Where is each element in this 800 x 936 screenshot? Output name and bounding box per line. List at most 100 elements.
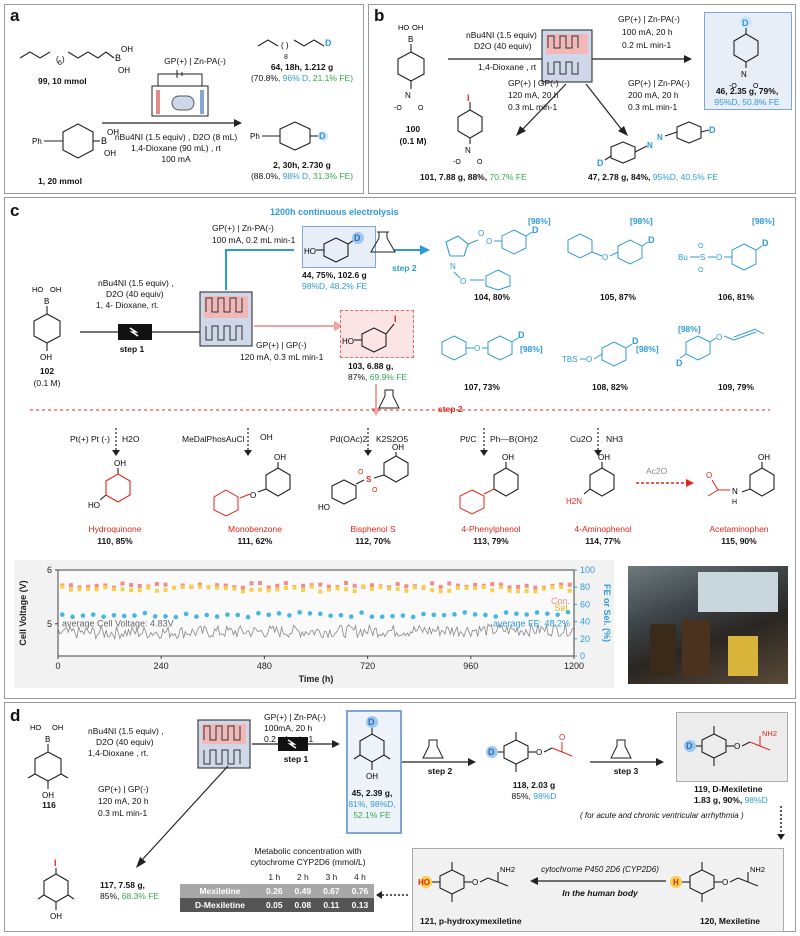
selectivity-point — [249, 587, 254, 592]
deuterated-biphenyl-2: Ph D — [250, 121, 328, 151]
red-flow-arrow-c — [254, 321, 344, 331]
svg-text:OH: OH — [366, 772, 378, 781]
svg-text:OH: OH — [118, 66, 130, 75]
selectivity-point — [137, 588, 142, 593]
cond-b-line2: D2O (40 equiv) — [474, 41, 532, 51]
p112-text: 112, 70% — [355, 536, 391, 546]
p2-text: 2, 30h, 2.730 g — [273, 160, 331, 170]
conversion-point — [215, 583, 220, 588]
selectivity-point — [335, 586, 340, 591]
flow-reactor-b — [541, 29, 593, 83]
svg-text:I: I — [467, 93, 470, 103]
p45-yield: 81%, 98%D, — [348, 799, 396, 809]
fe-point — [235, 612, 241, 618]
selectivity-point — [163, 588, 168, 593]
svg-text:D: D — [354, 233, 361, 243]
svg-text:D: D — [597, 158, 604, 168]
d104-text: 104, 80% — [474, 292, 510, 302]
p103-text: 103, 6.88 g, — [348, 361, 394, 371]
fe-point — [338, 612, 344, 618]
cond-b-right2: 200 mA, 20 h — [628, 90, 679, 100]
product-121-label: 121, p-hydroxymexiletine — [420, 916, 522, 926]
derivative-106-dinc: [98%] — [752, 216, 775, 226]
svg-text:D: D — [648, 235, 655, 245]
selectivity-point — [352, 589, 357, 594]
fe-point — [462, 610, 468, 615]
svg-text:D: D — [532, 225, 539, 235]
svg-text:NH2: NH2 — [500, 865, 515, 874]
svg-text:O: O — [734, 742, 740, 751]
cond-c-low2: 120 mA, 0.3 mL min-1 — [240, 352, 324, 362]
selectivity-point — [301, 588, 306, 593]
cond-c-left3: 1, 4- Dioxane, rt. — [96, 300, 159, 310]
table-cell: 0.76 — [351, 886, 369, 896]
p119-dinc: 98%D — [744, 795, 768, 805]
cond-b-left3: 0.3 mL min-1 — [508, 102, 558, 112]
y-right-tick-label: 100 — [580, 565, 595, 575]
svg-text:HO: HO — [318, 503, 330, 512]
svg-text:O: O — [478, 229, 484, 238]
selectivity-point — [395, 587, 400, 592]
conversion-point — [455, 583, 460, 588]
svg-text:OH: OH — [50, 285, 61, 294]
table-cell: 0.05 — [266, 900, 283, 910]
step3-arrow-d — [590, 739, 664, 766]
conversion-point — [318, 582, 323, 587]
svg-text:OH: OH — [114, 459, 126, 468]
selectivity-point — [378, 584, 383, 589]
product-118-line2: 85%, 98%D — [494, 791, 574, 802]
conversion-point — [129, 583, 134, 588]
selectivity-point — [430, 588, 435, 593]
svg-text:O: O — [418, 105, 424, 112]
fe-point — [524, 612, 529, 617]
hydroquinone-110: OH HO — [88, 459, 131, 510]
selectivity-point — [86, 586, 91, 591]
acetaminophen-115: OH N H O — [706, 453, 775, 506]
product-117-line1: 117, 7.58 g, — [100, 880, 145, 890]
derivative-109-dinc: [98%] — [678, 324, 701, 334]
metabolic-header-row: 1 h 2 h 3 h 4 h — [180, 870, 374, 884]
fe-point — [173, 614, 179, 620]
svg-text:OH: OH — [502, 453, 514, 462]
photo-screen — [698, 572, 778, 612]
svg-text:O: O — [716, 253, 722, 262]
conversion-point — [344, 580, 349, 585]
svg-text:-O: -O — [394, 105, 402, 112]
svg-text:HO: HO — [398, 23, 409, 32]
svg-text:D: D — [742, 18, 749, 28]
table-cell: 0.49 — [294, 886, 312, 896]
svg-text:N: N — [732, 487, 738, 496]
p47-text: 47, 2.78 g, 84%, — [588, 172, 653, 182]
panel-c — [4, 197, 796, 699]
svg-text:N: N — [405, 91, 411, 100]
svg-text:O: O — [372, 487, 378, 494]
svg-text:D: D — [319, 131, 326, 141]
product-101-label: 101, 7.88 g, 88%, 70.7% FE — [420, 172, 527, 183]
selectivity-point — [455, 585, 460, 590]
svg-text:O: O — [460, 277, 466, 286]
selectivity-point — [129, 588, 134, 593]
table-row: D-Mexiletine 0.05 0.08 0.11 0.13 — [180, 898, 375, 912]
product-45-box — [346, 710, 402, 834]
metabolic-header-cell: 3 h — [325, 872, 338, 882]
cond-d-top1: GP(+) | Zn-PA(-) — [264, 712, 326, 723]
compound-100-conc: (0.1 M) — [399, 136, 427, 146]
batch-cell-icon — [151, 70, 209, 117]
cond-d-top2: 100mA, 20 h — [264, 723, 313, 733]
n-index-8: 8 — [284, 54, 288, 61]
y-right-axis-label: FE or Sel. (%) — [602, 584, 612, 642]
conversion-point — [533, 585, 538, 590]
p64-dinc: 96% D — [282, 73, 309, 83]
product-117-line2: 85%, 68.3% FE — [100, 891, 159, 902]
fe-point — [545, 611, 550, 616]
svg-text:S: S — [700, 253, 705, 262]
fe-point — [472, 612, 478, 617]
bisphenol-s-112: OH S O O HO — [318, 443, 409, 512]
selectivity-point — [215, 585, 220, 590]
conversion-point — [369, 583, 374, 588]
d107-text: 107, 73% — [464, 382, 500, 392]
reactor-photo — [628, 566, 788, 684]
selectivity-point — [550, 585, 555, 590]
cond-c-left1: nBu4NI (1.5 equiv) , — [98, 278, 174, 288]
